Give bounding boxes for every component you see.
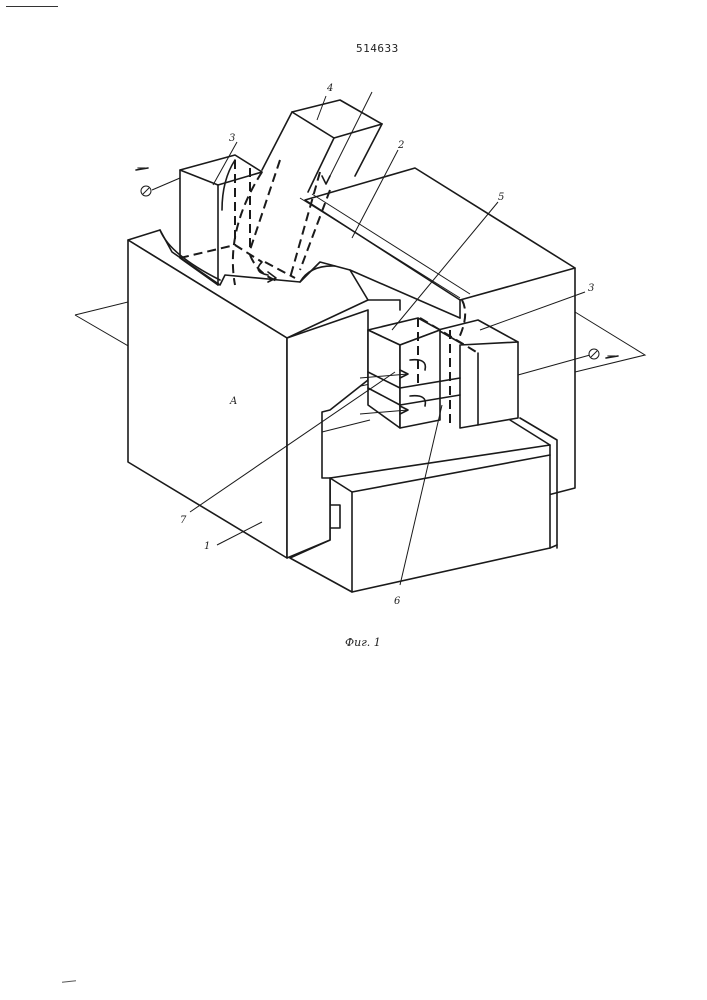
figure-caption: Фиг. 1 <box>345 636 381 649</box>
electrode-block-3-right <box>420 300 618 428</box>
label-3-left: 3 <box>229 133 235 144</box>
polarity-left: − <box>136 161 147 176</box>
label-5: 5 <box>498 192 504 203</box>
label-6: 6 <box>394 596 401 607</box>
label-1: 1 <box>204 541 210 552</box>
leader-3-right <box>480 292 585 330</box>
polarity-right: − <box>606 349 617 364</box>
label-a: A <box>229 396 237 407</box>
label-3-right: 3 <box>588 283 594 294</box>
label-4: 4 <box>326 83 333 94</box>
label-7: 7 <box>180 515 187 526</box>
label-2: 2 <box>397 140 404 151</box>
